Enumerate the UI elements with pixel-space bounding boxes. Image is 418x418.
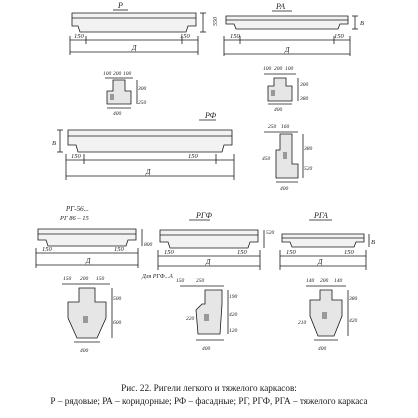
dim-rga-150-right: 150 bbox=[344, 249, 355, 256]
label-rf: РФ bbox=[204, 111, 217, 120]
dim-ra-length: Д bbox=[284, 46, 290, 54]
dim-rfs-bot: 400 bbox=[280, 185, 289, 192]
dim-rf-150-left: 150 bbox=[71, 153, 82, 160]
dim-rgs-h2: 600 bbox=[113, 320, 122, 326]
dim-rgas-h2: 420 bbox=[349, 317, 358, 324]
dim-rfs-w2: 160 bbox=[281, 124, 290, 130]
label-r: Р bbox=[117, 1, 123, 10]
beam-ra: РА 150 150 Д В bbox=[223, 2, 364, 56]
beam-drawings: Р 150 150 Д 550 100 200 100 400 300 250 bbox=[35, 1, 375, 354]
section-rf: 250 160 400 380 520 450 bbox=[262, 124, 313, 192]
dim-ras-w3: 100 bbox=[285, 66, 294, 72]
dim-r-150-right: 150 bbox=[180, 33, 191, 40]
dim-rgfs-bot: 400 bbox=[202, 345, 211, 352]
dim-rfs-w1: 250 bbox=[268, 124, 277, 130]
dim-ra-h: В bbox=[360, 20, 364, 27]
dim-rfs-side: 450 bbox=[262, 155, 271, 162]
dim-rgfs-h1: 190 bbox=[229, 294, 238, 300]
dim-rgfs-w1: 150 bbox=[176, 278, 185, 284]
dim-rfs-h2: 520 bbox=[304, 166, 313, 172]
label-rg: РГ-56... bbox=[65, 205, 89, 213]
dim-rgs-w1: 150 bbox=[63, 276, 72, 282]
dim-r-h: 550 bbox=[213, 17, 219, 26]
dim-rga-150-left: 150 bbox=[286, 249, 297, 256]
figure-caption-legend: Р – рядовые; РА – коридорные; РФ – фасад… bbox=[50, 396, 368, 406]
dim-ras-h2: 380 bbox=[299, 96, 309, 102]
dim-rs-bot: 400 bbox=[113, 110, 122, 117]
dim-rg-h: 800 bbox=[144, 242, 153, 248]
section-rgf: 150 250 400 190 420 120 220 bbox=[176, 278, 238, 352]
dim-rg-150-right: 150 bbox=[114, 246, 125, 253]
label-rgf: РГФ bbox=[195, 211, 212, 220]
dim-r-150-left: 150 bbox=[74, 33, 85, 40]
dim-rs-w2: 200 bbox=[113, 71, 122, 77]
beam-rg: РГ-56... РГ 86 – 15 150 150 Д 800 bbox=[35, 205, 153, 268]
label-ra: РА bbox=[275, 2, 285, 11]
dim-rg-length: Д bbox=[85, 257, 91, 265]
dim-ras-bot: 400 bbox=[274, 106, 283, 113]
dim-ras-w2: 200 bbox=[274, 66, 283, 72]
dim-rgf-150-left: 150 bbox=[164, 249, 175, 256]
dim-rf-length: Д bbox=[145, 168, 151, 176]
dim-rgf-150-right: 150 bbox=[237, 249, 248, 256]
dim-rgs-bot: 400 bbox=[80, 347, 89, 354]
dim-ra-150-left: 150 bbox=[230, 33, 241, 40]
section-ra: 100 200 100 400 300 380 bbox=[263, 66, 309, 113]
dim-r-length: Д bbox=[131, 44, 137, 52]
beam-rga: РГА 150 150 Д В bbox=[279, 211, 375, 270]
label-rg-range: РГ 86 – 15 bbox=[59, 215, 90, 222]
dim-rgas-w2: 200 bbox=[320, 278, 329, 284]
dim-ras-w1: 100 bbox=[263, 66, 272, 72]
dim-rgfs-h3: 120 bbox=[229, 328, 238, 334]
dim-rgas-side: 210 bbox=[298, 320, 307, 326]
dim-ra-150-right: 150 bbox=[334, 33, 345, 40]
beam-rgf: РГФ 150 150 Д 520 Для РГФ...А bbox=[141, 211, 275, 280]
beam-rf: РФ 150 150 Д В bbox=[52, 111, 235, 180]
dim-rgs-w3: 150 bbox=[96, 276, 105, 282]
dim-rgas-bot: 400 bbox=[318, 345, 327, 352]
label-for-rf: Для РГФ...А bbox=[141, 274, 173, 280]
dim-rgas-w3: 140 bbox=[334, 277, 343, 284]
dim-rgfs-side: 220 bbox=[186, 316, 195, 322]
dim-rgf-h: 520 bbox=[266, 230, 275, 236]
dim-rgf-length: Д bbox=[205, 258, 211, 266]
dim-rg-150-left: 150 bbox=[42, 246, 53, 253]
beam-r: Р 150 150 Д 550 bbox=[69, 1, 219, 55]
dim-rs-h2: 250 bbox=[138, 100, 147, 106]
dim-rga-h: В bbox=[371, 239, 375, 246]
dim-ras-h1: 300 bbox=[299, 82, 309, 88]
dim-rgfs-w2: 250 bbox=[196, 278, 205, 284]
section-rga: 140 200 140 400 380 420 210 bbox=[298, 277, 358, 352]
dim-rgas-h1: 380 bbox=[348, 296, 358, 302]
section-r: 100 200 100 400 300 250 bbox=[103, 71, 147, 117]
dim-rs-w3: 100 bbox=[123, 71, 132, 77]
section-rg: 150 200 150 400 500 600 bbox=[62, 276, 122, 354]
dim-rgs-h1: 500 bbox=[113, 296, 122, 302]
dim-rf-h: В bbox=[52, 140, 56, 147]
dim-rf-150-right: 150 bbox=[188, 153, 199, 160]
dim-rs-w1: 100 bbox=[103, 71, 112, 77]
dim-rs-h1: 300 bbox=[137, 86, 147, 92]
dim-rgas-w1: 140 bbox=[306, 277, 315, 284]
dim-rgfs-h2: 420 bbox=[229, 311, 238, 318]
label-rga: РГА bbox=[313, 211, 328, 220]
dim-rgs-w2: 200 bbox=[80, 276, 89, 282]
dim-rfs-h1: 380 bbox=[303, 146, 313, 152]
figure-caption-title: Рис. 22. Ригели легкого и тяжелого карка… bbox=[121, 383, 297, 393]
dim-rga-length: Д bbox=[317, 258, 323, 266]
